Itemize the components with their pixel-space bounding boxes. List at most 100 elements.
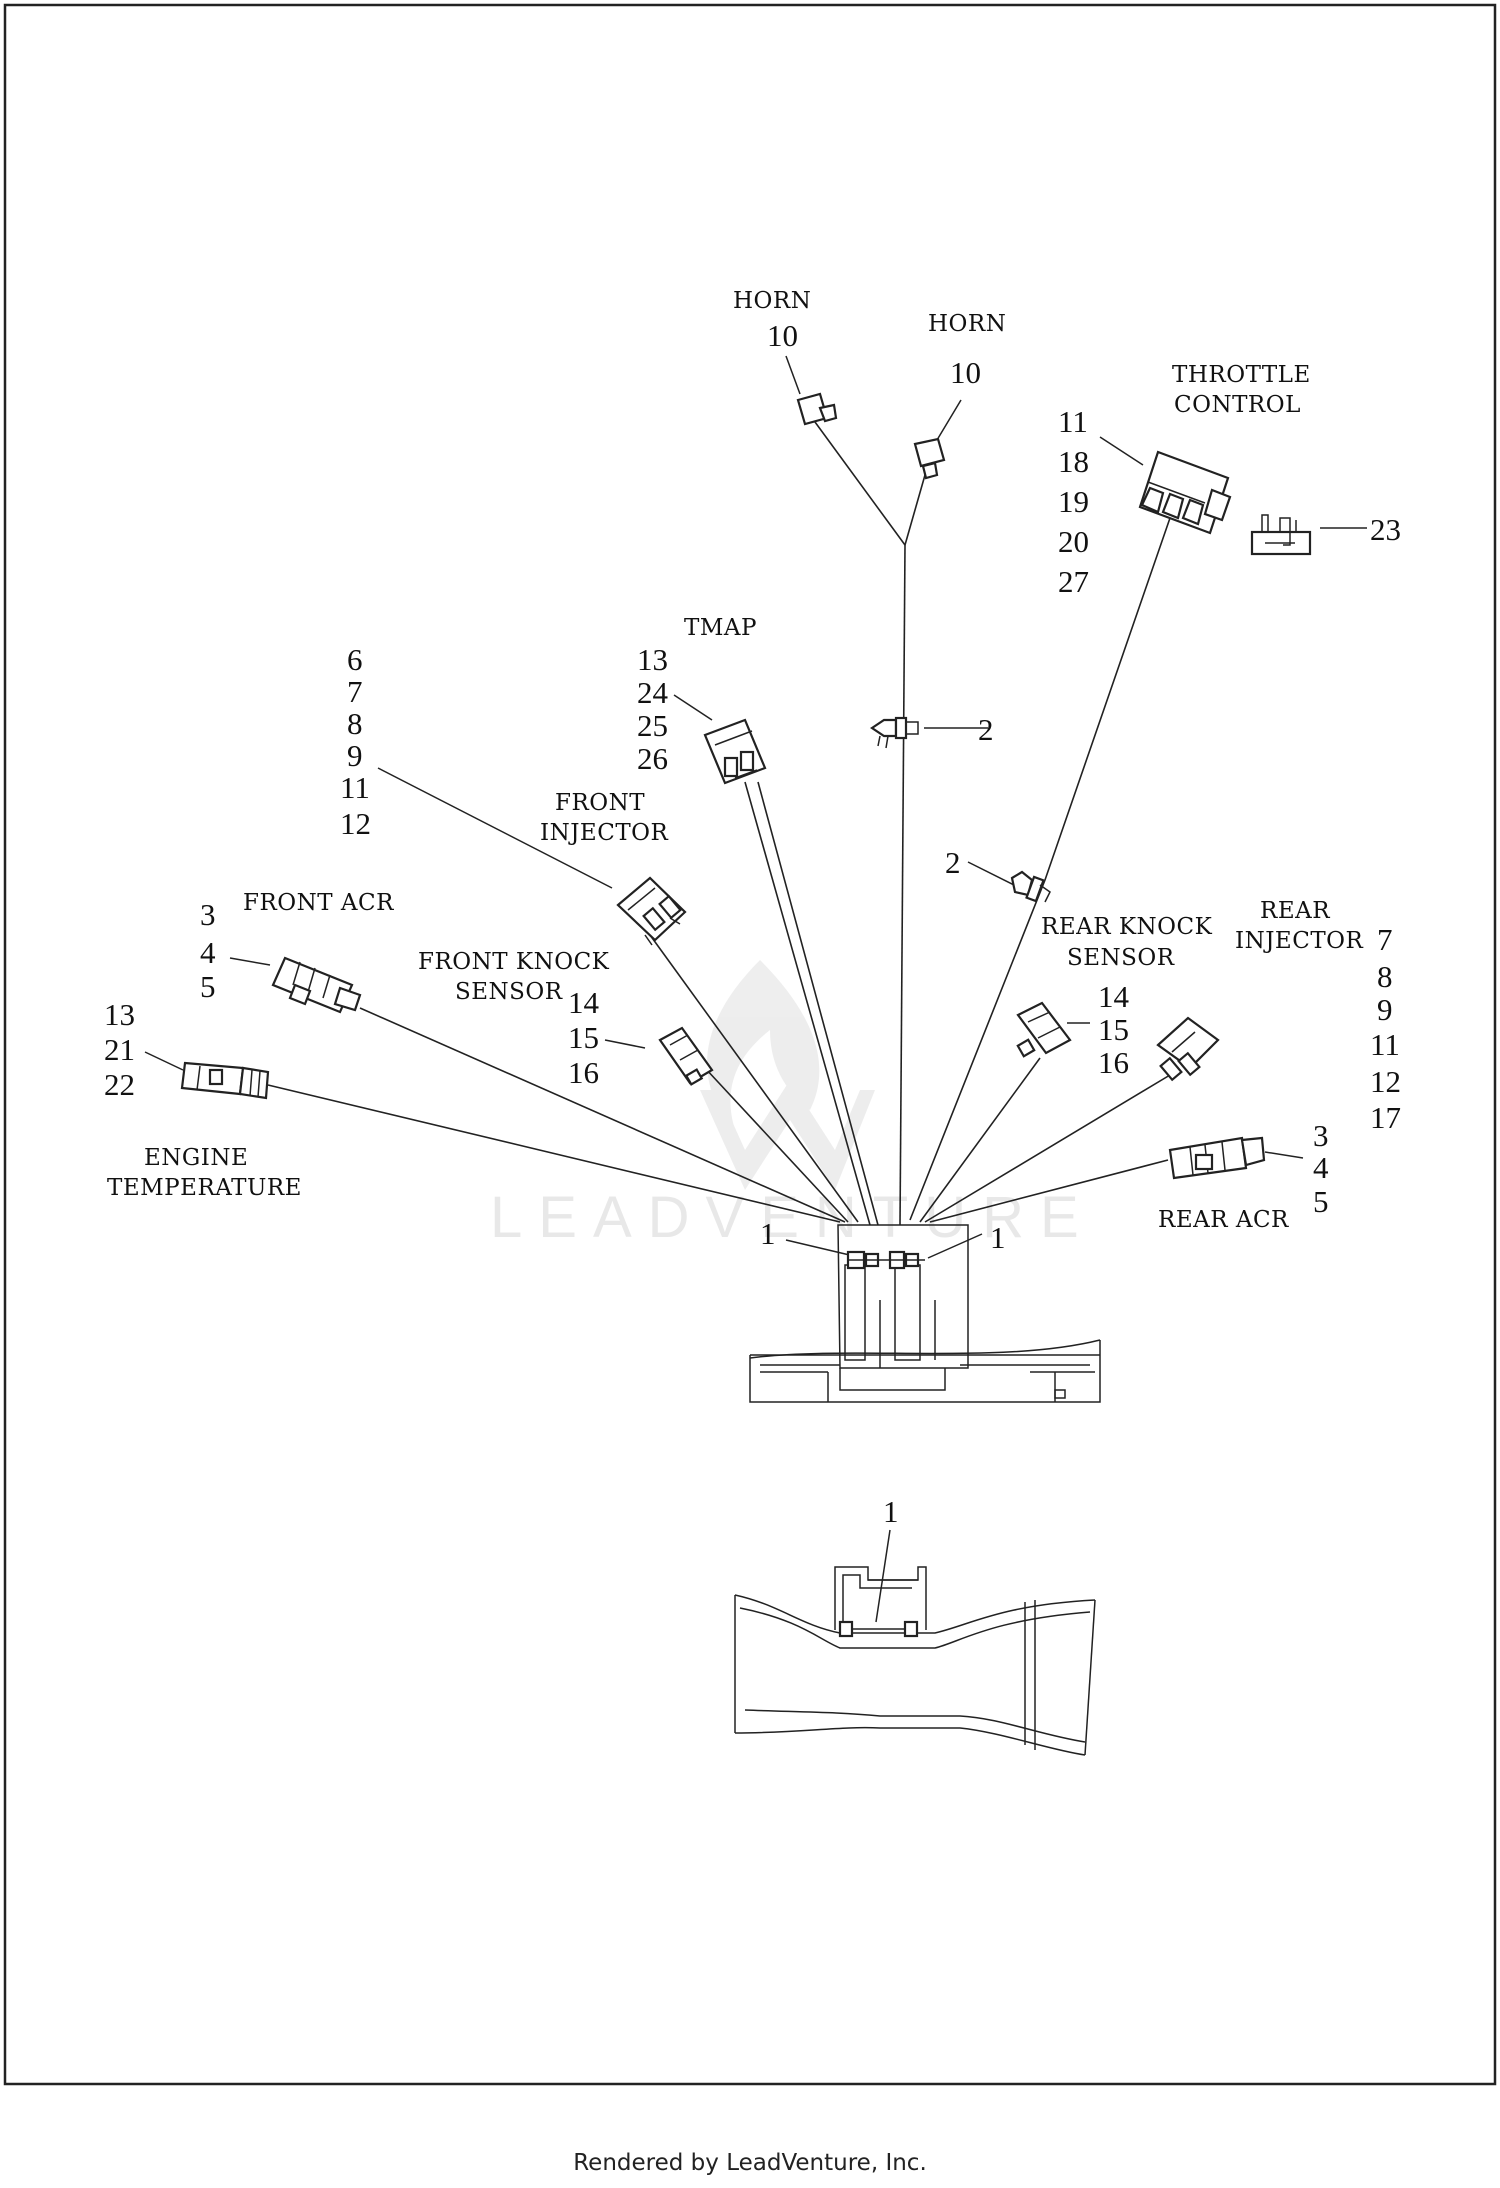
front-knock-number-2: 15 — [568, 1020, 599, 1055]
clip-left-number: 1 — [760, 1216, 776, 1251]
front-injector-number-6: 12 — [340, 806, 371, 841]
rear-injector-connector — [1156, 1016, 1220, 1082]
callout-rear-injector: REAR INJECTOR 7 8 9 11 12 17 — [1235, 898, 1401, 1135]
front-knock-label-2: SENSOR — [455, 979, 563, 1005]
rear-injector-number-1: 7 — [1377, 922, 1393, 957]
horn-right-number: 10 — [950, 355, 981, 390]
rear-knock-sensor-connector — [1016, 1001, 1072, 1058]
rear-injector-label-1: REAR — [1260, 898, 1330, 924]
throttle-number-5: 27 — [1058, 564, 1089, 599]
rear-injector-number-5: 12 — [1370, 1064, 1401, 1099]
tmap-label: TMAP — [684, 615, 757, 641]
frame-clip-assembly — [749, 1224, 1101, 1403]
front-knock-number-1: 14 — [568, 985, 600, 1020]
harness-wires — [267, 421, 1171, 1226]
push-pin-2-top — [870, 716, 919, 749]
rear-acr-connector — [1168, 1136, 1266, 1180]
throttle-number-4: 20 — [1058, 524, 1089, 559]
front-knock-sensor-connector — [658, 1026, 714, 1086]
part-23-terminal — [1250, 514, 1312, 556]
frame-clip-detail-view — [734, 1566, 1096, 1756]
rear-acr-number-3: 5 — [1313, 1184, 1329, 1219]
rear-knock-number-2: 15 — [1098, 1012, 1129, 1047]
horn-left-connector — [796, 392, 838, 426]
callout-part-2-top: 2 — [978, 712, 994, 747]
rear-knock-label-2: SENSOR — [1067, 945, 1175, 971]
callout-horn-right: HORN 10 — [928, 311, 1006, 390]
horn-right-connector — [913, 437, 946, 480]
tmap-number-3: 25 — [637, 708, 668, 743]
rear-knock-label-1: REAR KNOCK — [1041, 914, 1213, 940]
front-acr-number-3: 5 — [200, 969, 216, 1004]
front-injector-number-4: 9 — [347, 738, 363, 773]
engine-temp-number-1: 13 — [104, 997, 135, 1032]
tmap-number-4: 26 — [637, 741, 668, 776]
rear-injector-number-4: 11 — [1370, 1027, 1400, 1062]
front-acr-label: FRONT ACR — [243, 890, 394, 916]
front-acr-number-1: 3 — [200, 897, 216, 932]
rear-acr-label: REAR ACR — [1158, 1207, 1289, 1233]
throttle-number-1: 11 — [1058, 404, 1088, 439]
throttle-control-connector — [1138, 450, 1232, 535]
throttle-label-2: CONTROL — [1174, 392, 1301, 418]
callout-part-2-mid: 2 — [945, 845, 961, 880]
rear-injector-number-6: 17 — [1370, 1100, 1401, 1135]
rear-acr-number-1: 3 — [1313, 1118, 1329, 1153]
engine-temp-label-2: TEMPERATURE — [107, 1175, 302, 1201]
callout-front-acr: FRONT ACR 3 4 5 — [200, 890, 394, 1004]
front-injector-connector — [616, 876, 687, 946]
tmap-number-1: 13 — [637, 642, 668, 677]
callout-horn-left: HORN 10 — [733, 288, 811, 353]
callout-clip-left: 1 — [760, 1216, 776, 1251]
detail-clip-number: 1 — [883, 1494, 899, 1529]
part-2-top-number: 2 — [978, 712, 994, 747]
rear-injector-label-2: INJECTOR — [1235, 928, 1364, 954]
front-knock-label-1: FRONT KNOCK — [418, 949, 610, 975]
part-2-mid-number: 2 — [945, 845, 961, 880]
callout-front-knock-sensor: FRONT KNOCK SENSOR 14 15 16 — [418, 949, 610, 1090]
tmap-connector — [703, 718, 767, 785]
engine-temp-number-2: 21 — [104, 1032, 135, 1067]
engine-temperature-connector — [180, 1061, 270, 1100]
push-pin-2-mid — [1010, 870, 1051, 903]
rear-injector-number-2: 8 — [1377, 959, 1393, 994]
front-injector-label-2: INJECTOR — [540, 820, 669, 846]
callout-detail-clip: 1 — [883, 1494, 899, 1529]
front-acr-number-2: 4 — [200, 935, 216, 970]
front-injector-number-5: 11 — [340, 770, 370, 805]
horn-left-label: HORN — [733, 288, 811, 314]
diagram-frame — [3, 3, 1497, 2086]
callout-engine-temperature: 13 21 22 ENGINE TEMPERATURE — [104, 997, 302, 1201]
front-acr-connector — [271, 956, 362, 1014]
footer-credit: Rendered by LeadVenture, Inc. — [573, 2150, 927, 2176]
callout-front-injector: 6 7 8 9 11 12 FRONT INJECTOR — [340, 642, 669, 846]
tmap-number-2: 24 — [637, 675, 669, 710]
part-23-number: 23 — [1370, 512, 1401, 547]
horn-left-number: 10 — [767, 318, 798, 353]
rear-knock-number-3: 16 — [1098, 1045, 1129, 1080]
front-knock-number-3: 16 — [568, 1055, 599, 1090]
throttle-number-3: 19 — [1058, 484, 1089, 519]
watermark-flame-icon — [700, 960, 875, 1190]
throttle-label-1: THROTTLE — [1172, 362, 1311, 388]
front-injector-number-2: 7 — [347, 674, 363, 709]
rear-injector-number-3: 9 — [1377, 992, 1393, 1027]
callout-clip-right: 1 — [990, 1220, 1006, 1255]
leader-lines — [144, 355, 1367, 1623]
front-injector-number-1: 6 — [347, 642, 363, 677]
horn-right-label: HORN — [928, 311, 1006, 337]
callout-throttle-control: THROTTLE CONTROL 11 18 19 20 27 — [1058, 362, 1311, 599]
rear-acr-number-2: 4 — [1313, 1150, 1329, 1185]
rear-knock-number-1: 14 — [1098, 979, 1130, 1014]
throttle-number-2: 18 — [1058, 444, 1089, 479]
callout-tmap: TMAP 13 24 25 26 — [637, 615, 757, 776]
engine-temp-label-1: ENGINE — [144, 1145, 248, 1171]
clip-right-number: 1 — [990, 1220, 1006, 1255]
front-injector-label-1: FRONT — [555, 790, 645, 816]
callout-rear-acr: 3 4 5 REAR ACR — [1158, 1118, 1329, 1233]
callout-part-23: 23 — [1370, 512, 1401, 547]
callout-rear-knock-sensor: REAR KNOCK SENSOR 14 15 16 — [1041, 914, 1213, 1080]
engine-temp-number-3: 22 — [104, 1067, 135, 1102]
front-injector-number-3: 8 — [347, 706, 363, 741]
